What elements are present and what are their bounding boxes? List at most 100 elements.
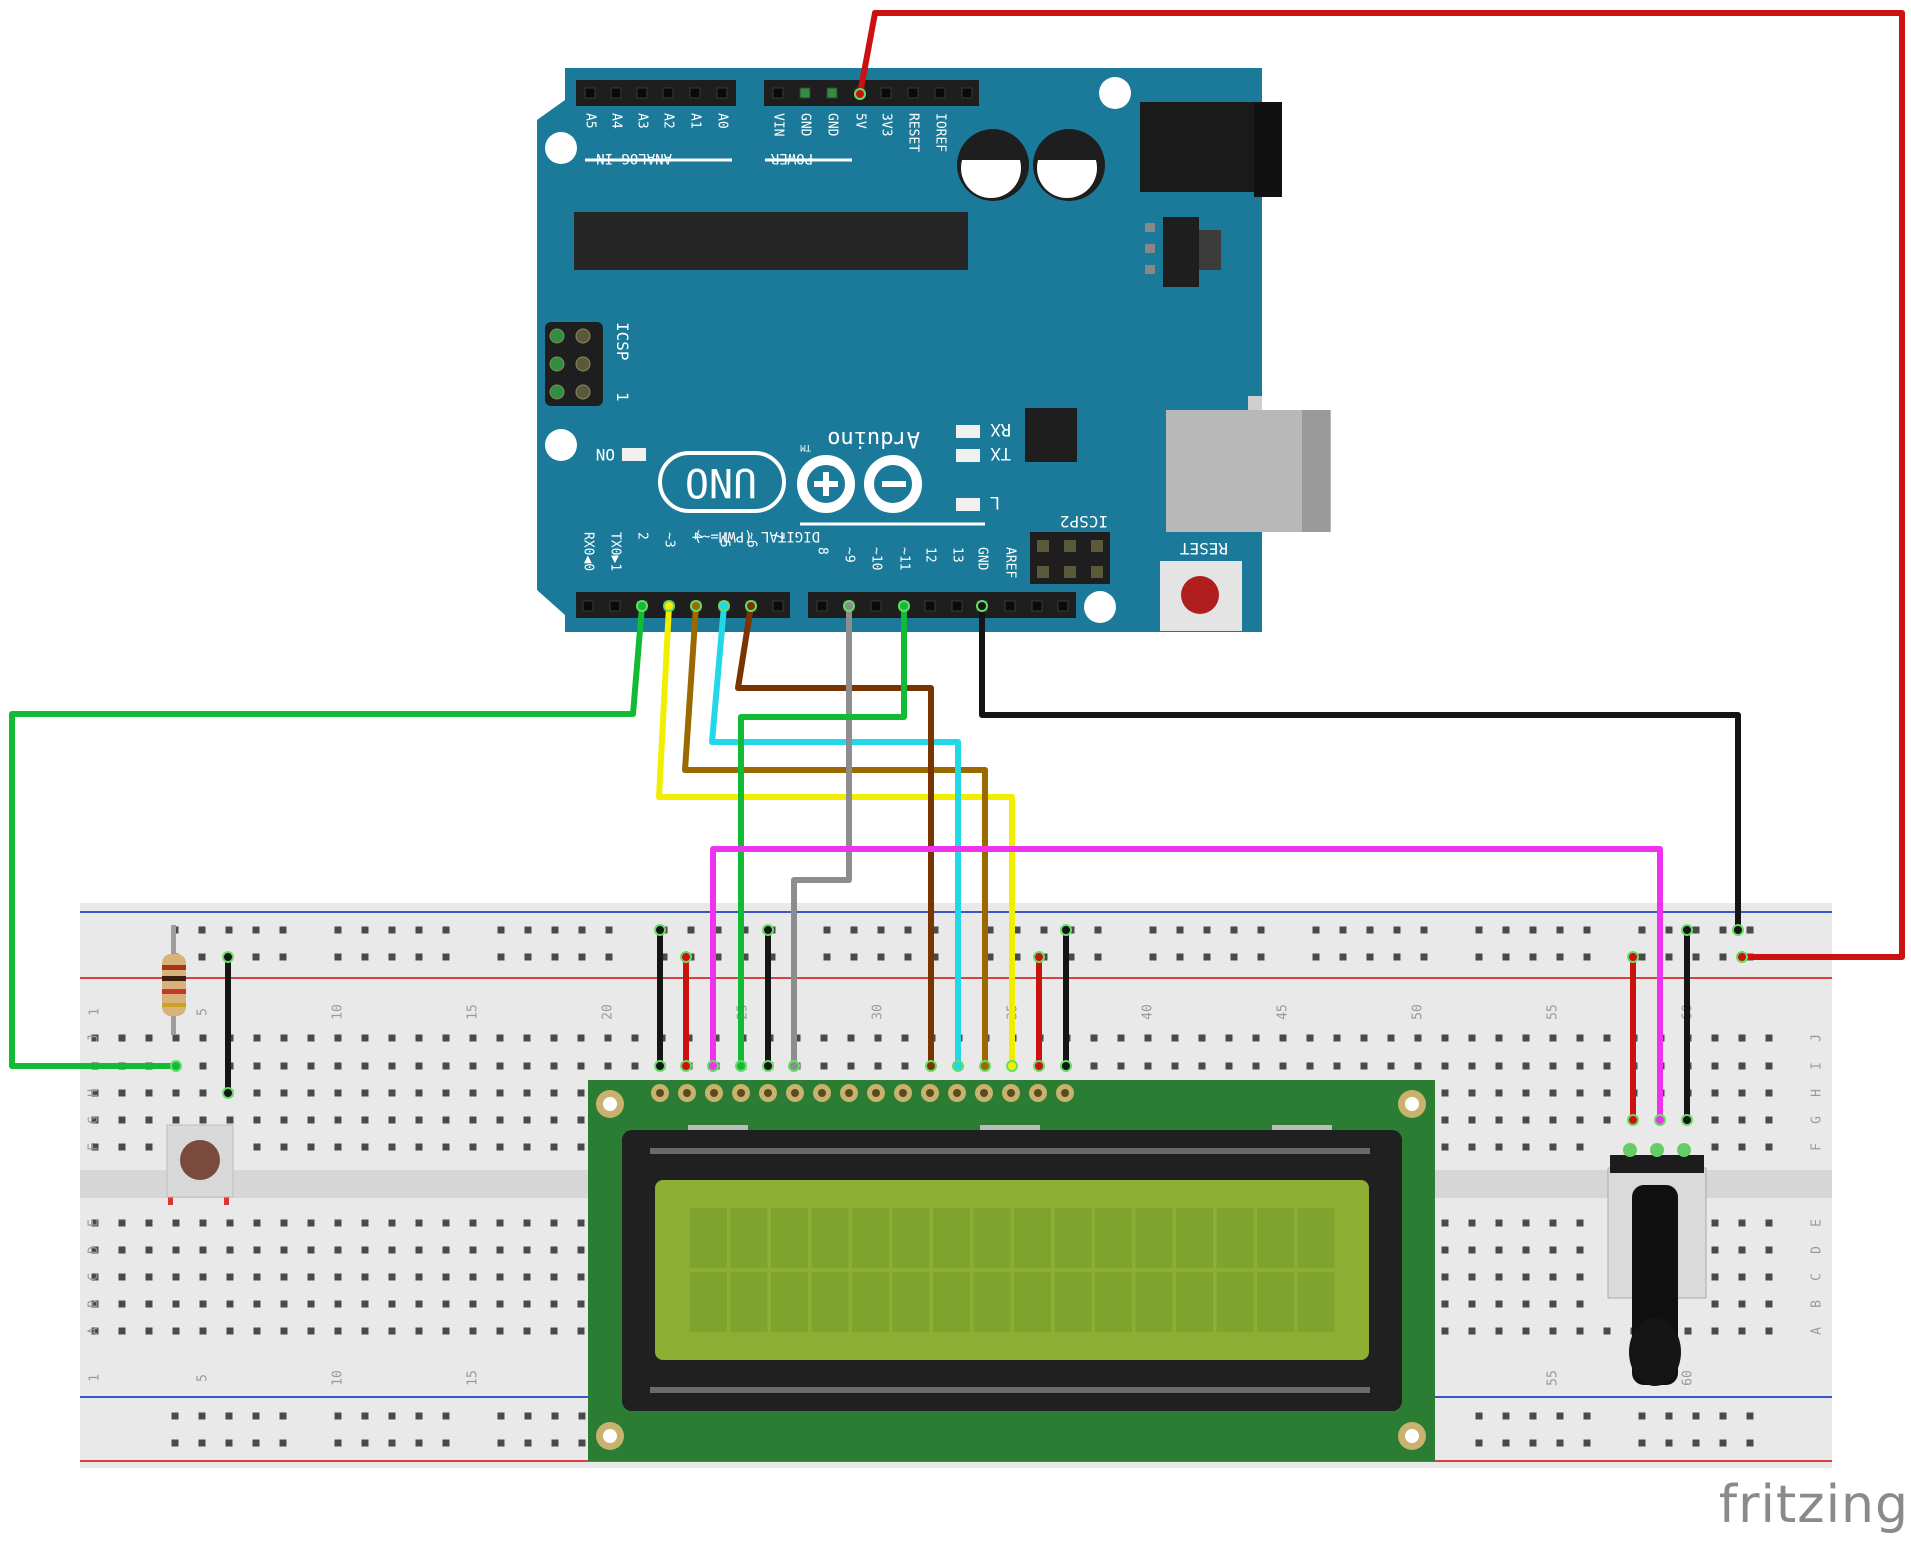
breadboard-hole [415, 1439, 423, 1447]
icsp-label: ICSP [613, 322, 632, 361]
breadboard-hole [469, 1219, 477, 1227]
breadboard-hole [388, 1143, 396, 1151]
breadboard-hole [1475, 926, 1483, 934]
breadboard-hole [496, 1327, 504, 1335]
breadboard-hole [1252, 1062, 1260, 1070]
lcd-cell [730, 1272, 768, 1332]
breadboard-hole [1393, 926, 1401, 934]
breadboard-hole [1529, 1412, 1537, 1420]
breadboard-hole [442, 1327, 450, 1335]
breadboard-hole [497, 926, 505, 934]
breadboard-hole [334, 1246, 342, 1254]
breadboard-hole [1522, 1089, 1530, 1097]
lcd-cell [852, 1208, 889, 1268]
pin-label: A4 [609, 113, 624, 129]
analog-header [576, 80, 736, 106]
breadboard-hole [199, 1034, 207, 1042]
lcd-tab [1272, 1125, 1332, 1130]
breadboard-hole [1257, 953, 1265, 961]
pin-label: A5 [583, 113, 598, 129]
breadboard-hole [91, 1143, 99, 1151]
breadboard-hole [1738, 1116, 1746, 1124]
breadboard-hole [334, 1273, 342, 1281]
header-pin [924, 600, 936, 612]
breadboard-hole [1420, 926, 1428, 934]
breadboard-hole [171, 1439, 179, 1447]
breadboard-hole [469, 1062, 477, 1070]
pin-label: ~9 [842, 547, 857, 563]
wire-end [952, 1060, 964, 1072]
breadboard-hole [172, 1246, 180, 1254]
lcd-pin-hole [710, 1089, 718, 1097]
breadboard-hole [1529, 953, 1537, 961]
breadboard-hole [1094, 953, 1102, 961]
wire-end [979, 1060, 991, 1072]
breadboard-hole [442, 953, 450, 961]
breadboard-hole [1738, 1219, 1746, 1227]
breadboard-hole [1638, 1439, 1646, 1447]
breadboard-hole [931, 926, 939, 934]
breadboard-hole [172, 1116, 180, 1124]
breadboard-hole [577, 1062, 585, 1070]
breadboard-hole [1746, 926, 1754, 934]
wire-end [636, 600, 648, 612]
breadboard-hole [1441, 1116, 1449, 1124]
l-led [956, 498, 980, 511]
breadboard-hole [523, 1300, 531, 1308]
column-number: 55 [1546, 1004, 1561, 1020]
breadboard-hole [1638, 953, 1646, 961]
breadboard-hole [1603, 1327, 1611, 1335]
breadboard-hole [145, 1219, 153, 1227]
breadboard-hole [1576, 1327, 1584, 1335]
breadboard-hole [469, 1300, 477, 1308]
breadboard-hole [823, 926, 831, 934]
breadboard-hole [199, 1089, 207, 1097]
breadboard-hole [199, 1273, 207, 1281]
breadboard-hole [118, 1143, 126, 1151]
breadboard-hole [523, 1143, 531, 1151]
breadboard-hole [91, 1327, 99, 1335]
breadboard-hole [768, 953, 776, 961]
breadboard-hole [1576, 1246, 1584, 1254]
lcd-pin-hole [980, 1089, 988, 1097]
header-pin [934, 87, 946, 99]
arduino-uno-board: UNO Arduino TM POWER ANALOG IN DIGITAL (… [537, 68, 1331, 632]
breadboard-hole [497, 1439, 505, 1447]
breadboard-hole [1013, 953, 1021, 961]
breadboard-hole [415, 926, 423, 934]
column-number: 55 [1546, 1370, 1561, 1386]
breadboard-hole [388, 1327, 396, 1335]
wire-end [690, 600, 702, 612]
row-letter: A [87, 1327, 102, 1335]
row-letter: C [1810, 1273, 1825, 1281]
wire-end [718, 600, 730, 612]
breadboard-hole [1556, 953, 1564, 961]
wire-end [762, 924, 774, 936]
breadboard-hole [986, 953, 994, 961]
mounting-hole [545, 132, 577, 164]
icsp2-label: ICSP2 [1060, 512, 1108, 531]
header-pin [772, 87, 784, 99]
breadboard-hole [334, 1062, 342, 1070]
pin-label: RESET [906, 113, 921, 152]
breadboard-hole [550, 1273, 558, 1281]
breadboard-hole [1441, 1327, 1449, 1335]
breadboard-hole [361, 1439, 369, 1447]
breadboard-hole [1638, 1412, 1646, 1420]
header-pin [716, 87, 728, 99]
lcd-cell [1216, 1208, 1254, 1268]
breadboard-hole [1692, 1412, 1700, 1420]
breadboard-hole [1067, 953, 1075, 961]
breadboard-hole [442, 1439, 450, 1447]
lcd-cell [1135, 1272, 1173, 1332]
breadboard-hole [252, 926, 260, 934]
breadboard-hole [577, 1273, 585, 1281]
breadboard-hole [198, 953, 206, 961]
breadboard-hole [986, 926, 994, 934]
breadboard-hole [1583, 1412, 1591, 1420]
breadboard-hole [524, 1412, 532, 1420]
breadboard-hole [1414, 1034, 1422, 1042]
breadboard-hole [496, 1062, 504, 1070]
breadboard-hole [226, 1300, 234, 1308]
